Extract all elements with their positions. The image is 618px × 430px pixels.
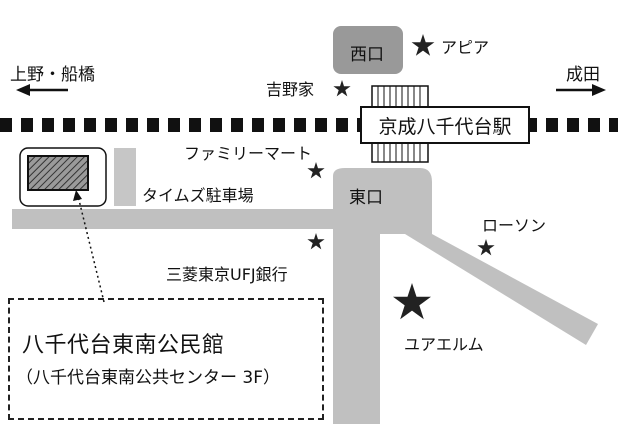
destination-name: 八千代台東南公民館: [22, 333, 225, 358]
leader-arrow-icon: [73, 190, 82, 201]
star-icon-familymart: [307, 162, 325, 179]
destination-callout: [8, 298, 324, 420]
parking-lot: [114, 148, 136, 206]
west-exit-box: [333, 26, 403, 74]
label-yoshinoya: 吉野家: [266, 80, 315, 99]
label-familymart: ファミリーマート: [184, 144, 313, 163]
label-lawson: ローソン: [482, 216, 547, 235]
west-exit-label: 西口: [350, 45, 384, 65]
destination-subtitle: （八千代台東南公共センター 3F）: [16, 368, 280, 388]
star-icon-mufg: [307, 233, 325, 250]
label-times-parking: タイムズ駐車場: [142, 186, 254, 205]
east-arrow-icon: [556, 84, 606, 96]
main-road: [12, 209, 352, 229]
label-mufg: 三菱東京UFJ銀行: [166, 265, 288, 284]
label-yuaelm: ユアエルム: [404, 335, 484, 354]
east-exit-plaza: [333, 168, 432, 424]
west-arrow-icon: [16, 84, 68, 96]
star-icon-yoshinoya: [333, 80, 351, 97]
star-icon-yuaelm: [393, 283, 431, 320]
station-name-box: 京成八千代台駅: [360, 106, 530, 144]
star-icon-lawson: [477, 239, 495, 256]
station-name: 京成八千代台駅: [378, 115, 512, 138]
direction-west-label: 上野・船橋: [10, 65, 95, 85]
label-apia: アピア: [441, 38, 490, 57]
star-icon-apia: [411, 34, 435, 56]
direction-east-label: 成田: [566, 65, 600, 85]
landmark-stars: [307, 34, 495, 320]
east-exit-label: 東口: [349, 188, 383, 208]
diagonal-road: [405, 234, 598, 345]
leader-line: [77, 195, 105, 303]
facility-building: [27, 155, 89, 191]
roads: [12, 26, 598, 424]
